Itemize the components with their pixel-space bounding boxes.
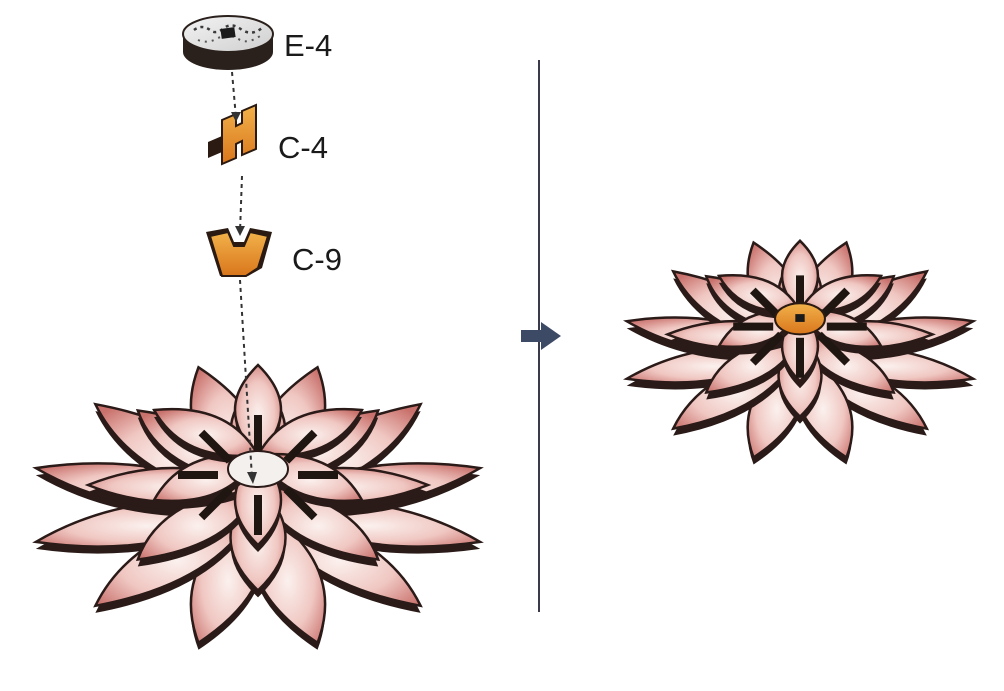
lotus-assembled: [627, 241, 974, 465]
lotus-base-unassembled: [36, 365, 480, 650]
petal-slot: [796, 338, 804, 378]
petal-slot: [254, 495, 262, 535]
center-hole: [795, 314, 804, 322]
petal-slot: [254, 415, 262, 455]
part-label-e4: E-4: [284, 28, 332, 64]
right-arrow-icon: [521, 322, 561, 350]
petal-slot: [298, 471, 338, 479]
part-c9-connector: [206, 228, 272, 276]
part-label-c9: C-9: [292, 242, 342, 278]
petal-slot: [827, 323, 867, 331]
petal-slot: [733, 323, 773, 331]
part-e4-disc: [183, 16, 273, 70]
part-label-c4: C-4: [278, 130, 328, 166]
petal-slot: [178, 471, 218, 479]
center-socket: [228, 451, 288, 487]
